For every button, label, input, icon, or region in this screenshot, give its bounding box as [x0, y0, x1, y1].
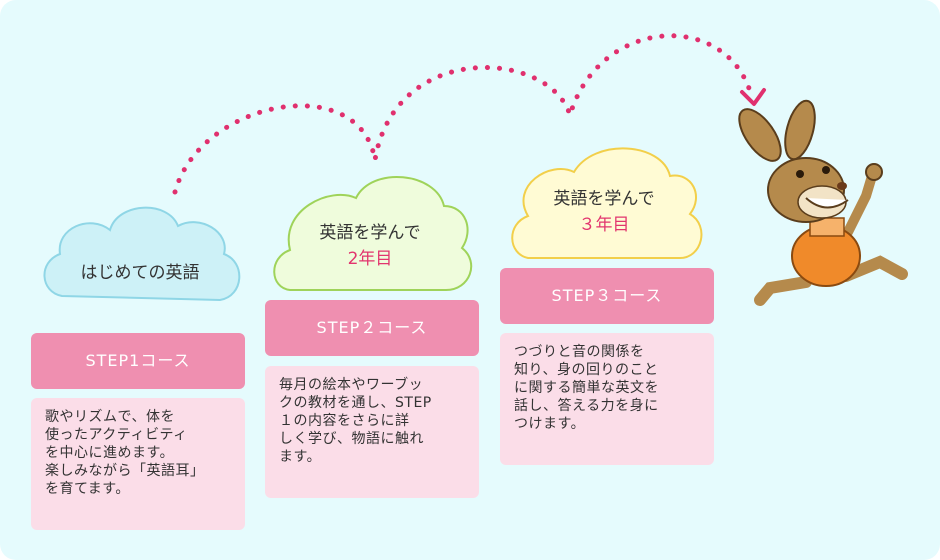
step1-course-label: STEP1コース	[31, 333, 245, 389]
cloud-step1-line1: はじめての英語	[80, 263, 200, 283]
rabbit-mascot-icon	[738, 99, 908, 306]
arrow-head-icon	[740, 88, 766, 106]
step2-description: 毎月の絵本やワーブッ クの教材を通し、STEP １の内容をさらに詳 しく学び、物…	[265, 366, 479, 498]
step3-description: つづりと音の関係を 知り、身の回りのこと に関する簡単な英文を 話し、答える力を…	[500, 333, 714, 465]
cloud-step3-line1: 英語を学んで	[553, 189, 655, 209]
cloud-step2-text: 英語を学んで 2年目	[270, 220, 470, 272]
cloud-step3	[511, 147, 703, 259]
step1-description: 歌やリズムで、体を 使ったアクティビティ を中心に進めます。 楽しみながら「英語…	[31, 398, 245, 530]
cloud-step2-line1: 英語を学んで	[319, 223, 421, 243]
dotted-path	[172, 33, 755, 195]
cloud-step1	[43, 206, 241, 302]
cloud-step3-line2: ３年目	[578, 215, 630, 235]
step2-course-label: STEP２コース	[265, 300, 479, 356]
cloud-step2-line2: 2年目	[347, 249, 393, 269]
cloud-step2	[273, 176, 473, 291]
cloud-step3-text: 英語を学んで ３年目	[504, 186, 704, 238]
cloud-step1-text: はじめての英語	[40, 260, 240, 286]
step3-course-label: STEP３コース	[500, 268, 714, 324]
